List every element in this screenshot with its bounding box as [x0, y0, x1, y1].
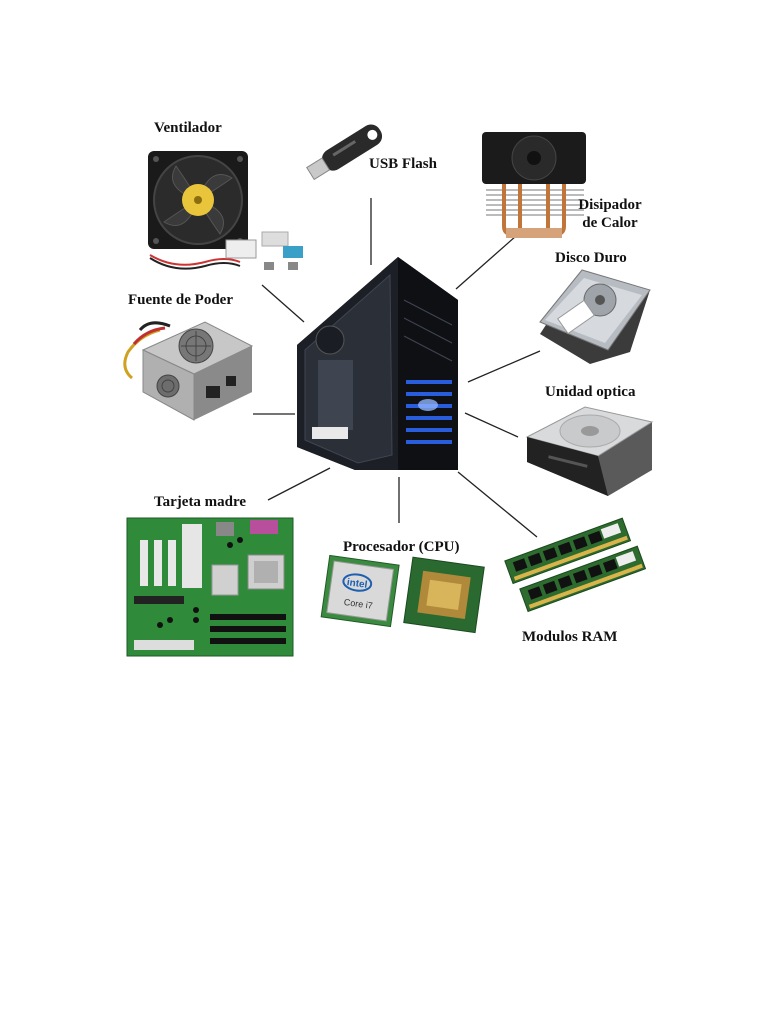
- connector-optical: [464, 412, 519, 438]
- label-disipador-line2: de Calor: [582, 215, 638, 231]
- connector-lines: [253, 198, 541, 538]
- cpu-icon: intel Core i7: [320, 554, 485, 634]
- motherboard-icon: [126, 517, 294, 657]
- pc-tower-icon: [297, 257, 458, 470]
- ram-module-icon: [504, 517, 647, 613]
- label-fuente-de-poder: Fuente de Poder: [128, 292, 233, 308]
- fan-icon: [148, 151, 303, 270]
- connector-fan: [261, 284, 305, 323]
- label-disipador: Disipador de Calor: [570, 196, 650, 232]
- hard-disk-icon: [539, 269, 651, 364]
- cpu-brand-text: intel: [346, 577, 368, 591]
- label-disipador-line1: Disipador: [578, 197, 642, 213]
- label-procesador: Procesador (CPU): [343, 539, 460, 555]
- label-usb-flash: USB Flash: [369, 156, 437, 172]
- connector-ram: [457, 471, 538, 538]
- connector-motherboard: [267, 467, 331, 501]
- cpu-model-text: Core i7: [343, 597, 373, 611]
- label-disco-duro: Disco Duro: [555, 250, 627, 266]
- optical-drive-icon: [525, 406, 654, 496]
- heatsink-icon: [482, 132, 586, 238]
- label-modulos-ram: Modulos RAM: [522, 629, 618, 645]
- connector-hdd: [467, 350, 541, 383]
- connector-heatsink: [455, 235, 517, 290]
- label-tarjeta-madre: Tarjeta madre: [154, 494, 247, 510]
- usb-flash-icon: [306, 124, 383, 181]
- label-unidad-optica: Unidad optica: [545, 384, 636, 400]
- power-supply-icon: [123, 321, 254, 421]
- label-ventilador: Ventilador: [154, 120, 222, 136]
